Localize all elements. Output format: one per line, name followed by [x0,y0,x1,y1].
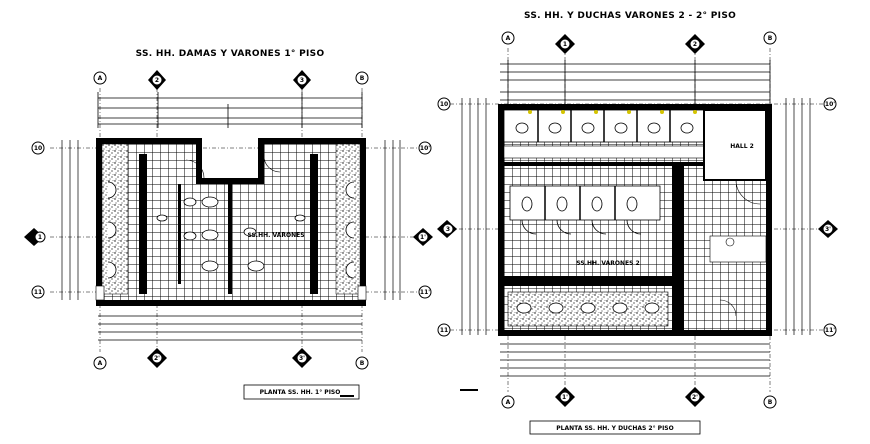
hall-label: HALL 2 [730,143,754,150]
left-top-dimensions [97,92,363,128]
svg-text:A: A [98,75,103,82]
svg-text:11: 11 [34,289,42,296]
left-walls [95,138,367,306]
right-room-label: SS.HH. VARONES 2 [576,260,639,267]
svg-text:1: 1 [38,234,42,241]
svg-text:PLANTA SS. HH. 1° PISO: PLANTA SS. HH. 1° PISO [260,389,341,396]
left-plan-title: SS. HH. DAMAS Y VARONES 1° PISO [136,49,325,59]
right-sinks [516,302,660,314]
svg-text:A: A [506,35,511,42]
svg-text:3: 3 [300,77,304,84]
right-caption: PLANTA SS. HH. Y DUCHAS 2° PISO [460,389,701,435]
svg-text:2: 2 [693,41,697,48]
left-bottom-dimensions [98,315,362,341]
left-top-axis-bubbles: A 2 3 B [93,70,369,90]
svg-text:A: A [98,360,103,367]
svg-text:2': 2' [154,355,160,362]
svg-text:11': 11' [420,289,430,296]
svg-text:10: 10 [440,101,448,108]
svg-text:B: B [360,75,365,82]
svg-text:11: 11 [440,327,448,334]
right-door-swings [719,179,761,317]
right-top-dimensions [500,60,771,104]
svg-text:10': 10' [420,145,430,152]
right-top-axis-bubbles: A 1 2 B [501,31,777,54]
svg-text:PLANTA SS. HH. Y DUCHAS 2° PIS: PLANTA SS. HH. Y DUCHAS 2° PISO [556,425,673,432]
svg-text:B: B [360,360,365,367]
right-bottom-dimensions [500,343,770,377]
svg-text:B: B [768,35,773,42]
right-plan-title: SS. HH. Y DUCHAS VARONES 2 - 2° PISO [524,11,736,21]
svg-text:B: B [768,399,773,406]
svg-text:1: 1 [563,41,567,48]
left-wall-sinks [107,181,355,279]
svg-text:1': 1' [562,394,568,401]
right-urinals [515,122,694,134]
right-plan: SS. HH. Y DUCHAS VARONES 2 - 2° PISO [437,11,838,435]
svg-text:3': 3' [299,355,305,362]
left-plan: SS. HH. DAMAS Y VARONES 1° PISO [24,49,433,400]
right-fixture-markers [528,110,697,114]
left-room-label: SS.HH. VARONES [247,232,304,239]
left-toilets [156,196,306,272]
svg-text:2': 2' [692,394,698,401]
left-side-axis-bubbles: 10 1 11 10' 1' 11' [24,141,433,299]
left-bottom-axis-bubbles: A 2' 3' B [93,348,369,370]
right-side-axis-bubbles: 10 3 11 10' 3' 11' [437,97,838,337]
svg-text:1': 1' [420,234,426,241]
left-caption: PLANTA SS. HH. 1° PISO [243,384,360,400]
svg-text:11': 11' [825,327,835,334]
left-side-dimensions [61,140,401,300]
svg-text:3': 3' [825,226,831,233]
right-side-dimensions [461,98,811,335]
left-door-swings [185,155,281,179]
svg-text:A: A [506,399,511,406]
right-bottom-axis-bubbles: A 1' 2' B [501,387,777,409]
svg-text:3: 3 [446,226,450,233]
svg-text:10: 10 [34,145,42,152]
right-toilets [521,196,642,235]
svg-text:2: 2 [155,77,159,84]
svg-text:10': 10' [825,101,835,108]
right-walls [498,104,772,336]
